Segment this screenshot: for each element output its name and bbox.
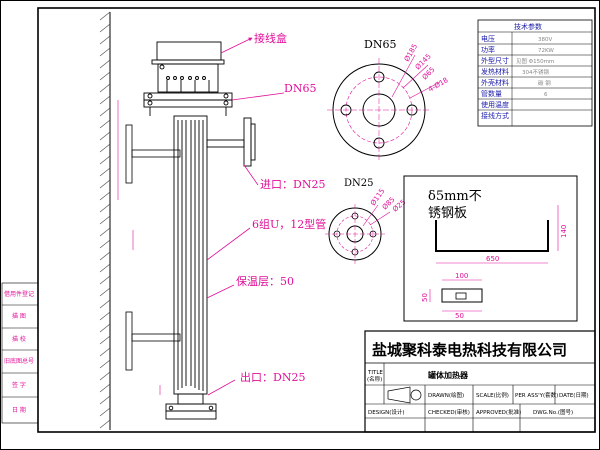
dim-d65: Ø65 bbox=[421, 66, 437, 82]
dn65-flange bbox=[143, 92, 233, 101]
label-outlet: 出口：DN25 bbox=[240, 370, 305, 384]
label-junction-box: 接线盒 bbox=[254, 31, 287, 45]
dim-50: 50 bbox=[455, 312, 464, 320]
company-name: 盐城聚科泰电热科技有限公司 bbox=[372, 341, 567, 359]
spec-table: 技术参数 电压 380V 功率 72KW 外型尺寸 见图 Φ150mm 发热材料… bbox=[477, 19, 593, 127]
label-inlet: 进口：DN25 bbox=[260, 178, 325, 191]
spec-row-value: 72KW bbox=[538, 48, 554, 54]
label-tubes: 6组U，12型管 bbox=[252, 217, 326, 231]
dn25-view-title: DN25 bbox=[344, 178, 374, 189]
junction-box bbox=[156, 41, 222, 61]
outlet-nozzle bbox=[177, 393, 204, 405]
side-panel-label: 旧底图总号 bbox=[4, 357, 34, 365]
side-panel-label: 日 期 bbox=[12, 406, 26, 414]
spec-row-value: 6 bbox=[544, 92, 548, 98]
heater-assembly bbox=[143, 41, 256, 420]
spec-row-label: 电压 bbox=[481, 34, 495, 43]
spec-table-header: 技术参数 bbox=[514, 22, 542, 31]
spec-row-label: 外型尺寸 bbox=[481, 56, 509, 65]
wall-bracket-bottom bbox=[125, 311, 181, 371]
projection-symbol bbox=[387, 386, 411, 404]
drawn-label: DRAWN(绘图) bbox=[428, 391, 464, 399]
dim-140: 140 bbox=[560, 225, 568, 238]
dn65-view-title: DN65 bbox=[364, 38, 396, 51]
date-label: DATE(日期) bbox=[559, 392, 589, 399]
title-label-cn: (名称) bbox=[367, 375, 382, 383]
spec-row-label: 管数量 bbox=[481, 89, 502, 98]
scale-label: SCALE(比例) bbox=[476, 391, 509, 399]
checked-label: CHECKED(审核) bbox=[428, 408, 470, 416]
dn25-flange-view: DN25 Ø115 Ø85 Ø25 bbox=[325, 178, 407, 264]
label-dn65-flange: DN65 bbox=[284, 82, 316, 95]
dim-d185: Ø185 bbox=[403, 43, 419, 63]
spec-row-label: 接线方式 bbox=[481, 111, 509, 120]
spec-row-label: 外壳材料 bbox=[481, 78, 509, 87]
label-insulation: 保温层：50 bbox=[236, 274, 294, 288]
title-block: 盐城聚科泰电热科技有限公司 TITLE (名称) 罐体加热器 DRAWN(绘图)… bbox=[364, 330, 596, 433]
annotation-leaders bbox=[206, 37, 285, 396]
dn65-flange-view: DN65 Ø185 Ø145 Ø65 4-Ø18 bbox=[327, 38, 450, 162]
dim-100: 100 bbox=[455, 272, 468, 280]
per-assy-label: PER ASS'Y(套数) bbox=[515, 391, 558, 399]
spec-row-value: 380V bbox=[538, 37, 552, 43]
title-label-en: TITLE bbox=[367, 370, 383, 376]
plate-note-line1: δ5mm不 bbox=[428, 189, 482, 204]
spec-row-label: 发热材料 bbox=[481, 67, 509, 76]
side-panel-label: 描 校 bbox=[12, 335, 26, 343]
approved-label: APPROVED(批准) bbox=[476, 408, 521, 416]
side-panel-label: 借用件登记 bbox=[4, 290, 34, 298]
wall-bracket-top bbox=[125, 124, 181, 184]
plate-note-line2: 锈钢板 bbox=[428, 206, 467, 221]
dim-h50: 50 bbox=[421, 293, 429, 302]
vessel-body bbox=[173, 115, 208, 395]
pink-dim-lines bbox=[117, 100, 161, 395]
dim-650: 650 bbox=[486, 255, 499, 263]
spec-row-value: 碳 钢 bbox=[538, 79, 551, 87]
spec-row-value: 见图 Φ150mm bbox=[516, 57, 554, 65]
bracket-plate-detail: δ5mm不 锈钢板 650 140 100 50 50 bbox=[403, 175, 578, 322]
drawing-title: 罐体加热器 bbox=[427, 370, 469, 380]
side-panel-label: 描 图 bbox=[12, 312, 26, 320]
wall-hatching bbox=[99, 11, 111, 430]
side-panel-label: 签 字 bbox=[12, 381, 26, 389]
inlet-nozzle bbox=[206, 139, 245, 148]
design-label: DESIGN(设计) bbox=[368, 408, 405, 416]
spec-row-label: 使用温度 bbox=[481, 100, 509, 109]
spec-row-value: 304不锈钢 bbox=[522, 68, 549, 76]
side-register-panel: 借用件登记 描 图 描 校 旧底图总号 签 字 日 期 bbox=[1, 282, 39, 424]
inner-border bbox=[37, 7, 596, 433]
dwg-no-label: DWG.No.(图号) bbox=[533, 408, 573, 416]
spec-row-label: 功率 bbox=[481, 45, 495, 54]
dim-holes: 4-Ø18 bbox=[427, 76, 450, 94]
